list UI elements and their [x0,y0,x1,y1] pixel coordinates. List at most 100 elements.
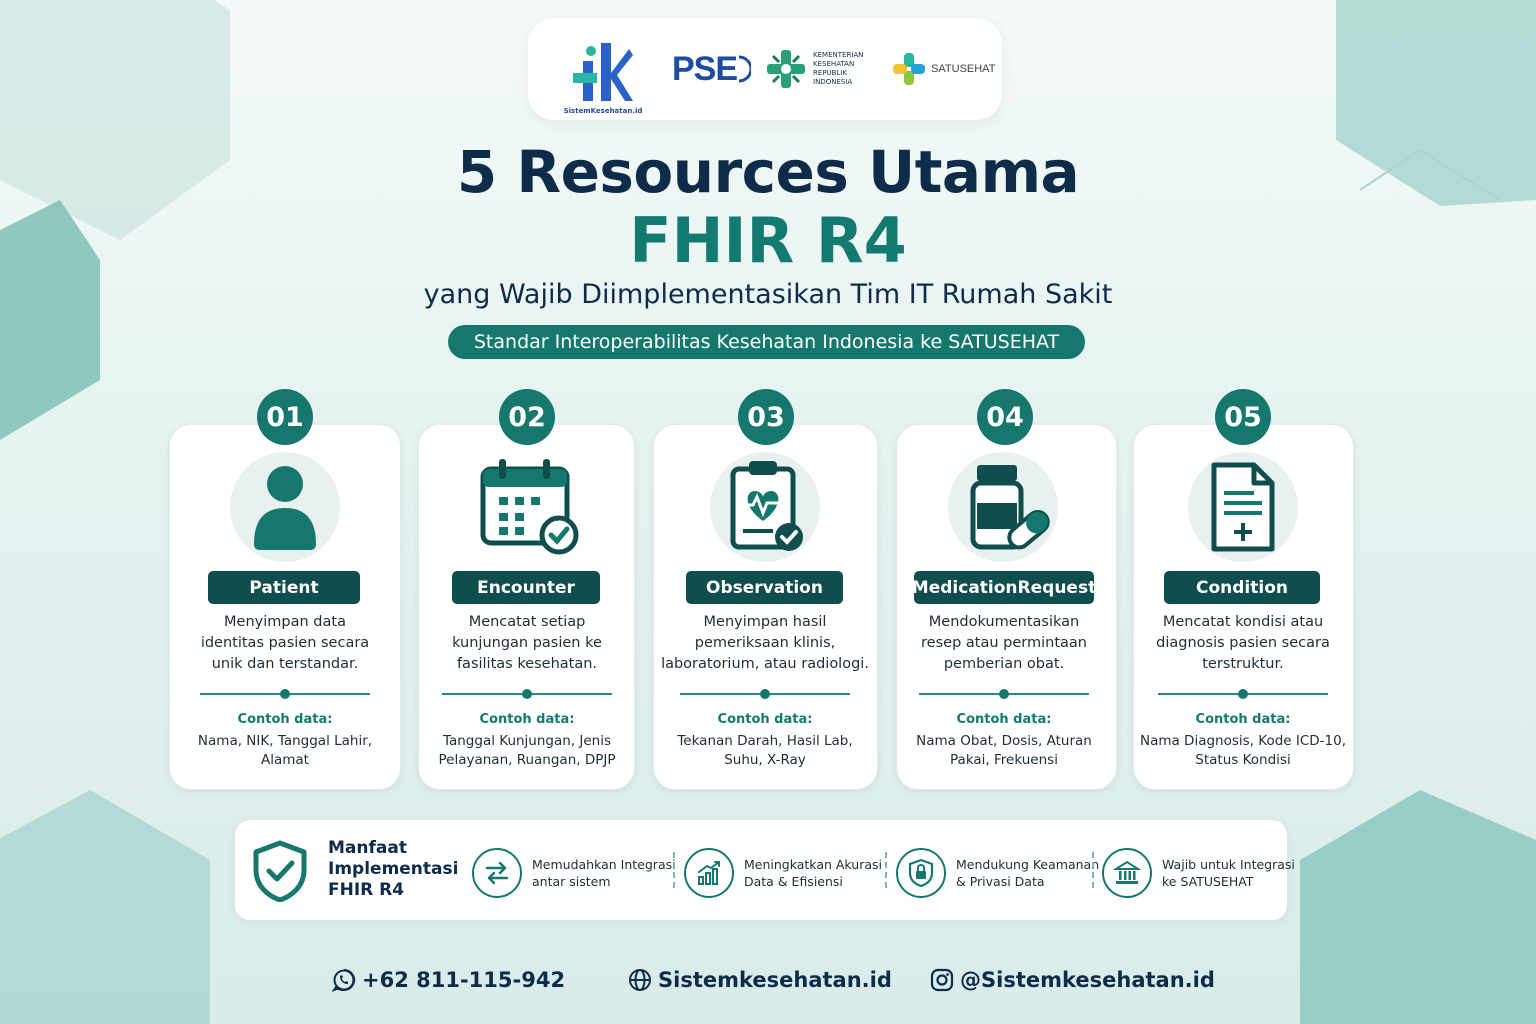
kemenkes-logo: KEMENTERIAN KESEHATAN REPUBLIK INDONESIA [765,48,873,90]
desc-line: terstruktur. [1202,656,1284,672]
resource-icon-wrap [710,452,820,562]
benefit-item: Mendukung Keamanan & Privasi Data [896,848,1099,898]
kemenkes-line: INDONESIA [813,78,853,86]
desc-line: kunjungan pasien ke [452,635,602,651]
example-text: Nama Obat, Dosis, Aturan Pakai, Frekuens… [899,732,1109,770]
benefit-text: Mendukung Keamanan & Privasi Data [956,856,1099,890]
resource-number: 05 [1215,389,1271,445]
sistemkesehatan-logo: SistemKesehatan.id [564,23,642,115]
example-line: Alamat [261,752,309,768]
shield-lock-icon [908,858,934,888]
standard-badge: Standar Interoperabilitas Kesehatan Indo… [448,325,1085,359]
benefits-title-line: Manfaat [328,838,407,858]
benefit-text-line: ke SATUSEHAT [1162,874,1254,889]
footer-instagram[interactable]: @Sistemkesehatan.id [930,968,1215,992]
example-line: Nama Obat, Dosis, Aturan [916,733,1092,749]
clipboard-heart-icon [730,461,803,551]
kemenkes-line: KEMENTERIAN [813,51,864,59]
desc-line: Menyimpan data [224,614,346,630]
example-title: Contoh data: [237,712,333,727]
resource-description: Mencatat setiap kunjungan pasien ke fasi… [422,612,632,675]
benefit-icon-wrap [472,848,522,898]
card-divider-dot [1238,689,1248,699]
benefit-text-line: Memudahkan Integrasi [532,857,676,872]
chart-growth-icon [698,861,720,885]
benefit-separator [673,852,675,888]
benefits-title-line: Implementasi [328,859,459,879]
example-text: Nama Diagnosis, Kode ICD-10, Status Kond… [1137,732,1349,770]
example-title: Contoh data: [717,712,813,727]
desc-line: laboratorium, atau radiologi. [661,656,869,672]
benefit-text-line: antar sistem [532,874,611,889]
instagram-text: @Sistemkesehatan.id [960,968,1215,992]
desc-line: Mencatat kondisi atau [1162,614,1324,630]
benefit-text-line: & Privasi Data [956,874,1045,889]
benefit-item: Memudahkan Integrasi antar sistem [472,848,676,898]
resource-icon-wrap [472,452,582,562]
example-line: Nama, NIK, Tanggal Lahir, [197,733,373,749]
instagram-icon [930,968,954,992]
shield-check-icon [253,840,307,902]
benefit-icon-wrap [896,848,946,898]
document-plus-icon [1211,462,1275,552]
resource-icon-wrap [230,452,340,562]
resource-name: MedicationRequest [912,571,1096,604]
benefit-text-line: Data & Efisiensi [744,874,843,889]
desc-line: identitas pasien secara [200,635,370,651]
resource-number: 03 [738,389,794,445]
government-building-icon [1113,860,1141,884]
benefit-item: Wajib untuk Integrasi ke SATUSEHAT [1102,848,1295,898]
benefit-item: Meningkatkan Akurasi Data & Efisiensi [684,848,882,898]
swap-arrows-icon [485,861,509,885]
example-text: Tekanan Darah, Hasil Lab, Suhu, X-Ray [660,732,870,770]
kemenkes-icon [767,50,806,88]
example-title: Contoh data: [479,712,575,727]
resource-name: Observation [686,571,843,604]
benefit-text: Memudahkan Integrasi antar sistem [532,856,676,890]
phone-text: +62 811-115-942 [362,968,566,992]
desc-line: fasilitas kesehatan. [456,656,598,672]
resource-icon-wrap [948,452,1058,562]
resource-name: Encounter [452,571,600,604]
resource-name: Patient [208,571,360,604]
benefits-title: Manfaat Implementasi FHIR R4 [328,838,458,901]
resource-description: Menyimpan hasil pemeriksaan klinis, labo… [658,612,872,675]
resource-number: 01 [257,389,313,445]
logo-bar: SistemKesehatan.id PSE KEMENTERIAN KESEH… [528,18,1002,120]
satusehat-logo: SATUSEHAT [891,51,995,87]
pse-arc-icon [738,55,752,83]
satusehat-text: SATUSEHAT [931,63,996,75]
kemenkes-line: REPUBLIK [813,69,848,77]
whatsapp-icon [332,968,356,992]
desc-line: diagnosis pasien secara [1156,635,1330,651]
desc-line: pemberian obat. [943,656,1065,672]
example-line: Pelayanan, Ruangan, DPJP [438,752,616,768]
benefit-text-line: Wajib untuk Integrasi [1162,857,1295,872]
resource-description: Mendokumentasikan resep atau permintaan … [899,612,1109,675]
card-divider-dot [999,689,1009,699]
benefits-title-line: FHIR R4 [328,880,405,900]
benefit-text: Meningkatkan Akurasi Data & Efisiensi [744,856,882,890]
resource-icon-wrap [1188,452,1298,562]
resource-description: Mencatat kondisi atau diagnosis pasien s… [1137,612,1349,675]
page-title-highlight: FHIR R4 [629,204,907,277]
example-line: Pakai, Frekuensi [950,752,1058,768]
example-line: Tekanan Darah, Hasil Lab, [677,733,853,749]
desc-line: resep atau permintaan [921,635,1087,651]
resource-number: 04 [977,389,1033,445]
example-title: Contoh data: [1195,712,1291,727]
person-icon [254,466,316,550]
card-divider-dot [522,689,532,699]
benefit-icon-wrap [684,848,734,898]
example-line: Tanggal Kunjungan, Jenis [442,733,612,749]
benefit-separator [885,852,887,888]
pse-logo: PSE [672,50,752,89]
example-text: Nama, NIK, Tanggal Lahir, Alamat [180,732,390,770]
footer-website[interactable]: Sistemkesehatan.id [628,968,892,992]
footer-phone[interactable]: +62 811-115-942 [332,968,565,992]
desc-line: Menyimpan hasil [703,614,827,630]
resource-number: 02 [499,389,555,445]
calendar-check-icon [480,459,579,555]
page-title: 5 Resources Utama [456,138,1080,206]
card-divider-dot [760,689,770,699]
